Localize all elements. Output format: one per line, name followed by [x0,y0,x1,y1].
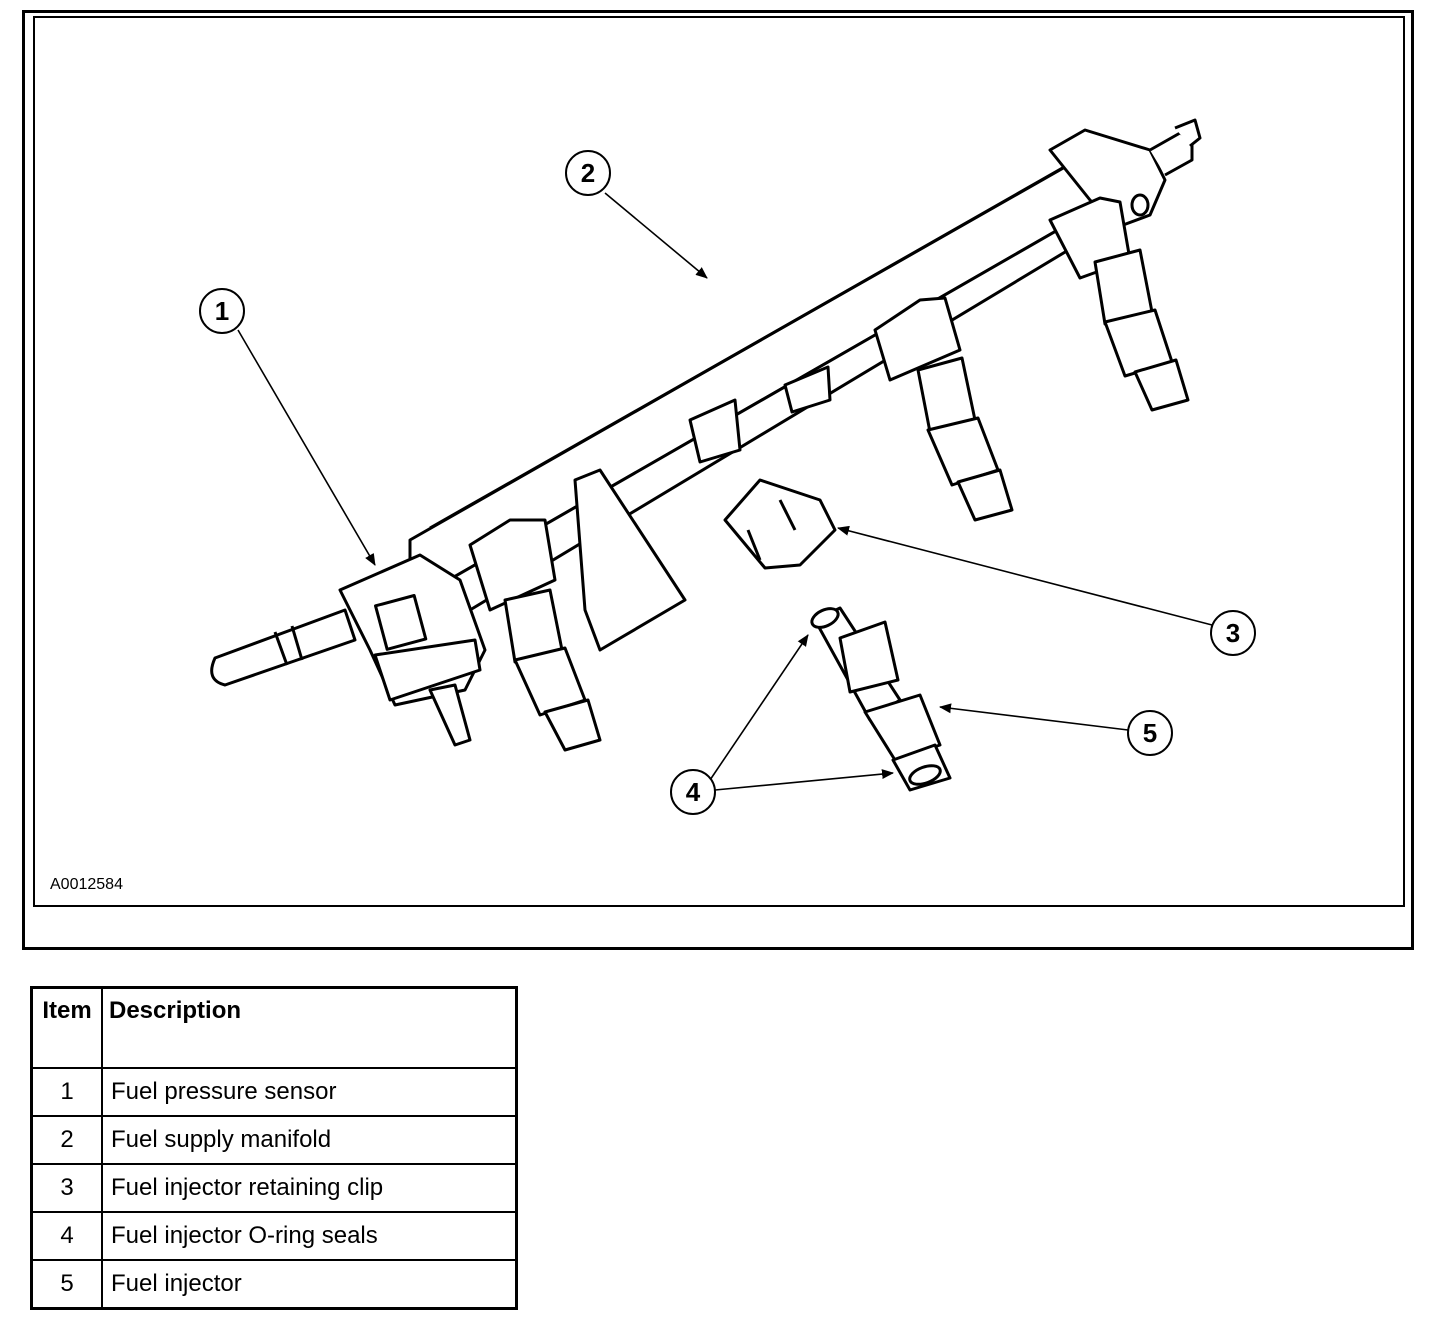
legend-header-row: Item Description [30,986,518,1069]
legend-row: 1 Fuel pressure sensor [30,1067,518,1117]
leader-line-5 [939,703,1129,731]
leader-line-4b [714,769,894,791]
callout-3: 3 [1210,610,1256,656]
fuel-supply-manifold [408,118,1202,652]
legend-row: 4 Fuel injector O-ring seals [30,1211,518,1261]
fuel-rail-diagram: 1 2 3 4 5 [199,118,1256,815]
installed-injector-middle [916,356,1014,522]
legend-item-description: Fuel injector O-ring seals [101,1211,518,1261]
legend-row: 3 Fuel injector retaining clip [30,1163,518,1213]
legend-item-number: 5 [30,1259,103,1310]
leader-line-2 [604,192,708,279]
svg-text:1: 1 [215,296,229,326]
svg-text:4: 4 [686,777,701,807]
fuel-injector [810,606,952,792]
callout-1: 1 [199,288,245,334]
leader-line-4a [709,634,809,781]
legend-item-number: 4 [30,1211,103,1261]
legend-item-description: Fuel supply manifold [101,1115,518,1165]
legend-item-number: 3 [30,1163,103,1213]
installed-injector-right [1093,248,1190,412]
legend-row: 2 Fuel supply manifold [30,1115,518,1165]
legend-row: 5 Fuel injector [30,1259,518,1310]
legend-header-item: Item [30,986,103,1069]
legend-table: Item Description 1 Fuel pressure sensor … [30,986,518,1310]
leader-line-1 [237,329,376,566]
figure-inner-frame [33,16,1405,907]
legend-item-description: Fuel injector [101,1259,518,1310]
callout-2: 2 [565,150,611,196]
callout-5: 5 [1127,710,1173,756]
callout-4: 4 [670,769,716,815]
figure-outer-frame [22,10,1414,950]
legend-item-number: 1 [30,1067,103,1117]
legend-item-description: Fuel injector retaining clip [101,1163,518,1213]
fuel-pressure-sensor [210,553,487,747]
svg-text:2: 2 [581,158,595,188]
legend-header-description: Description [101,986,518,1069]
installed-injector-left [503,588,602,752]
legend-item-description: Fuel pressure sensor [101,1067,518,1117]
leader-line-3 [837,525,1213,626]
legend-item-number: 2 [30,1115,103,1165]
svg-text:3: 3 [1226,618,1240,648]
svg-text:5: 5 [1143,718,1157,748]
fuel-injector-retaining-clip [723,478,837,570]
figure-id: A0012584 [50,876,123,893]
